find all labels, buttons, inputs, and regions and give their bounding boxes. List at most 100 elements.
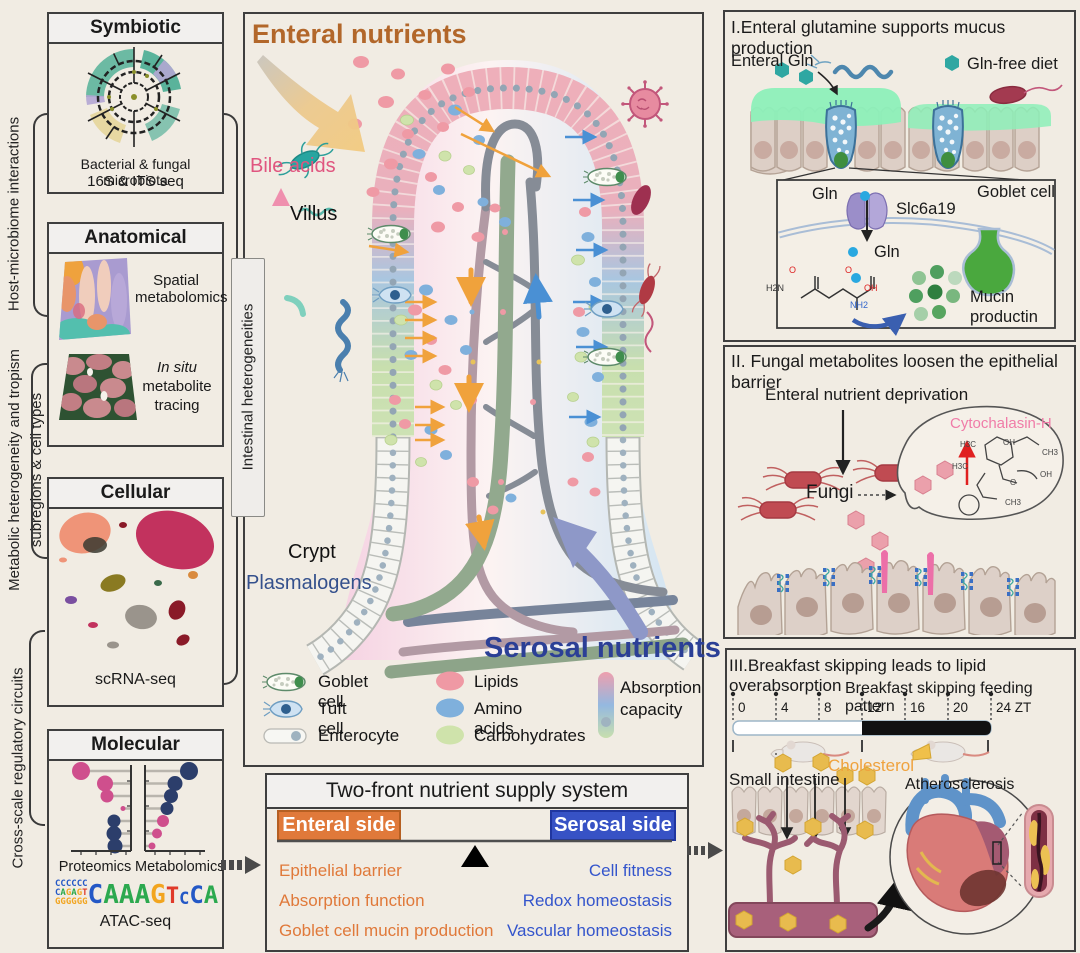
enteral-item-1: Epithelial barrier — [279, 861, 402, 880]
anatomical-caption-1: Spatial metabolomics — [135, 272, 228, 306]
enteral-nutrients-title: Enteral nutrients — [252, 19, 467, 49]
bracket-host — [33, 113, 49, 317]
in-situ-tracing-graphic — [59, 354, 137, 420]
panel-symbiotic: Symbiotic — [47, 12, 224, 194]
chem-h2n: H2N — [766, 283, 785, 293]
mucin-line1: Mucin — [970, 288, 1015, 306]
intestinal-heterogeneities-label: Intestinal heterogeneities — [239, 303, 257, 471]
chem2-c: CH3 — [1042, 448, 1059, 457]
panel-symbiotic-header: Symbiotic — [47, 12, 224, 44]
carbohydrates-swatch — [436, 725, 464, 745]
chem2-g: CH3 — [1005, 498, 1022, 507]
chem2-a: H3C — [960, 440, 977, 449]
panel3-title: III.Breakfast skipping leads to lipid ov… — [729, 656, 987, 695]
gln-top-label: Gln — [812, 185, 838, 203]
panel-breakfast — [725, 648, 1076, 952]
slc6a19-label: Slc6a19 — [896, 200, 956, 218]
proteomics-label: Proteomics — [58, 859, 132, 875]
umap-graphic — [59, 510, 215, 649]
bracket-cross — [29, 630, 45, 826]
chem2-b: OH — [1003, 438, 1015, 447]
feeding-pattern-subtitle: Breakfast skipping feeding pattern — [845, 680, 1033, 715]
chem2-d: H3C — [952, 462, 969, 471]
villus-label: Villus — [290, 203, 338, 225]
legend-absorption-1: Absorption — [620, 678, 702, 697]
legend-lipids-label: Lipids — [474, 672, 519, 691]
symbiotic-caption-1: Bacterial & fungal microbiota — [80, 156, 191, 188]
panel-cellular-header: Cellular — [47, 477, 224, 509]
chem-oh: OH — [864, 283, 878, 293]
cytochalasin-label: Cytochalasin-H — [950, 415, 1052, 432]
molecular-caption: ATAC-seq — [99, 913, 172, 930]
bacterium-icon — [276, 141, 334, 179]
timeline-graphic — [730, 691, 994, 752]
serosal-items: Cell fitness Redox homeostasis Vascular … — [420, 856, 672, 946]
bracket-metabolic — [31, 363, 47, 559]
crypt-label: Crypt — [288, 541, 336, 563]
chem2-f: OH — [1040, 470, 1052, 479]
balance-beam — [277, 839, 672, 867]
panel3-scene — [728, 739, 1054, 938]
two-front-title: Two-front nutrient supply system — [265, 773, 689, 809]
cellular-caption: scRNA-seq — [95, 671, 176, 688]
panel1-graphic — [750, 54, 1063, 337]
panel-cellular: Cellular scRNA-seq — [47, 477, 224, 707]
panel-fungal — [723, 345, 1076, 639]
gln-free-label: Gln-free diet — [967, 55, 1058, 73]
serosal-nutrients-label: Serosal nutrients — [484, 632, 721, 664]
mucin-line2: productin — [970, 308, 1038, 326]
legend-amino-label: Amino acids — [474, 699, 523, 738]
anatomical-caption-2: In situ metabolite tracing — [141, 358, 213, 415]
metabolomics-label: Metabolomics — [135, 859, 225, 875]
virus-icon — [621, 80, 669, 128]
phylo-tree-graphic — [85, 47, 181, 147]
plasmalogens-label: Plasmalogens — [246, 572, 372, 594]
legend-goblet-label: Goblet cell — [318, 672, 369, 711]
panel-anatomical: Anatomical Spatial metabolomics — [47, 222, 228, 447]
panel2-title: II. Fungal metabolites loosen the epithe… — [731, 351, 1058, 392]
panel1-title: I.Enteral glutamine supports mucus produ… — [731, 17, 1006, 58]
fungi-label: Fungi — [806, 482, 854, 503]
serosal-item-3: Vascular homeostasis — [506, 921, 672, 940]
villus-illustration — [257, 55, 700, 679]
panel-anatomical-header: Anatomical — [47, 222, 224, 254]
cholesterol-label: Cholesterol — [828, 756, 914, 775]
absorption-capacity-swatch — [598, 672, 614, 738]
legend-carbs-label: Carbohydrates — [474, 726, 586, 745]
goblet-cell-label: Goblet cell — [977, 183, 1055, 201]
tick-24: 24 ZT — [996, 700, 1032, 715]
serosal-side-badge: Serosal side — [550, 810, 676, 841]
chem-nh2: NH2 — [850, 300, 869, 310]
tick-12: 12 — [867, 700, 883, 715]
legend-enterocyte-label: Enterocyte — [318, 726, 400, 745]
goblet-cell-legend-icon — [261, 672, 306, 692]
atherosclerosis-label: Atherosclerosis — [905, 776, 1015, 793]
panel2-graphic — [737, 405, 1064, 635]
enteral-item-3: Goblet cell mucin production — [279, 921, 494, 940]
serosal-item-1: Cell fitness — [588, 861, 672, 880]
chem-o2: O — [845, 265, 853, 275]
in-situ-italic: In situ — [156, 359, 198, 376]
in-situ-rest: metabolite tracing — [142, 378, 212, 414]
tick-0: 0 — [738, 700, 746, 715]
enteral-gln-label: Enteral Gln — [731, 52, 814, 70]
label-metabolic-line1: Metabolic heterogeneity and tropism — [6, 349, 23, 591]
tick-4: 4 — [781, 700, 789, 715]
enteral-side-badge: Enteral side — [277, 810, 401, 841]
deprivation-label: Enteral nutrient deprivation — [765, 385, 969, 404]
lipids-swatch — [436, 671, 464, 691]
chem2-e: O — [1010, 478, 1017, 487]
mucin-label: Mucin productin — [970, 287, 1038, 327]
small-intestine-label: Small intestine — [729, 770, 840, 789]
panel-molecular-header: Molecular — [47, 729, 224, 761]
bile-acids-label: Bile acids — [250, 155, 336, 177]
legend-absorption-2: capacity — [620, 700, 683, 719]
amino-acids-swatch — [436, 698, 464, 718]
lollipop-charts — [71, 762, 205, 855]
legend-tuft-label: Tuft cell — [318, 699, 347, 738]
chem-o1: O — [789, 265, 797, 275]
label-host-microbiome: Host-microbiome interactions — [5, 116, 23, 312]
